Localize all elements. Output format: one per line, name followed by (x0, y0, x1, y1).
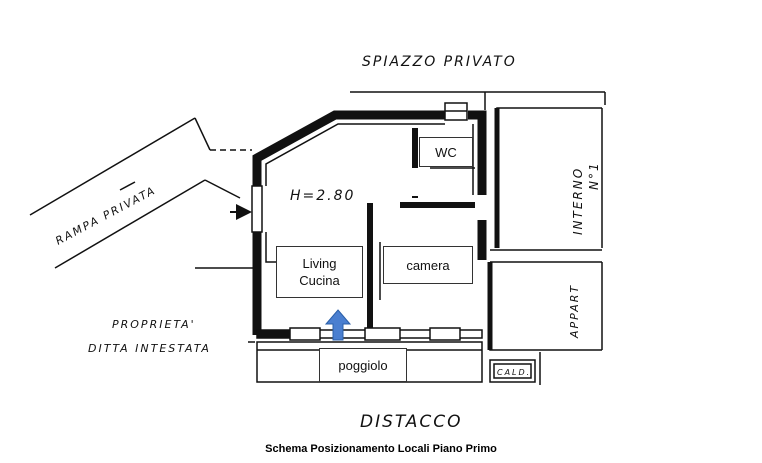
ramp (29, 117, 252, 269)
label-height: H=2.80 (290, 188, 355, 204)
wall-openings (251, 102, 468, 233)
label-boiler: CALD. (497, 368, 531, 377)
neighbour-units (487, 107, 603, 385)
label-bottom: DISTACCO (360, 412, 462, 432)
access-arrow-icon (324, 309, 352, 341)
room-camera: camera (383, 246, 473, 284)
label-top: SPIAZZO PRIVATO (362, 54, 517, 70)
room-wc: WC (419, 137, 473, 167)
label-interior-num: N°1 (587, 161, 601, 190)
entry-arrow-icon (236, 204, 252, 220)
room-living-line2: Cucina (299, 273, 340, 288)
room-poggiolo: poggiolo (319, 348, 407, 382)
property-boundary (195, 91, 606, 343)
room-living-line1: Living (302, 256, 337, 271)
interior-walls (367, 128, 475, 328)
label-property-1: PROPRIETA' (112, 318, 196, 331)
label-property-2: DITTA INTESTATA (88, 342, 211, 355)
bottom-wall (256, 327, 483, 341)
label-interior: INTERNO (571, 167, 585, 235)
caption: Schema Posizionamento Locali Piano Primo (265, 443, 497, 455)
unit-walls (252, 110, 487, 335)
label-apartment: APPART (568, 284, 581, 339)
room-living: Living Cucina (276, 246, 363, 298)
